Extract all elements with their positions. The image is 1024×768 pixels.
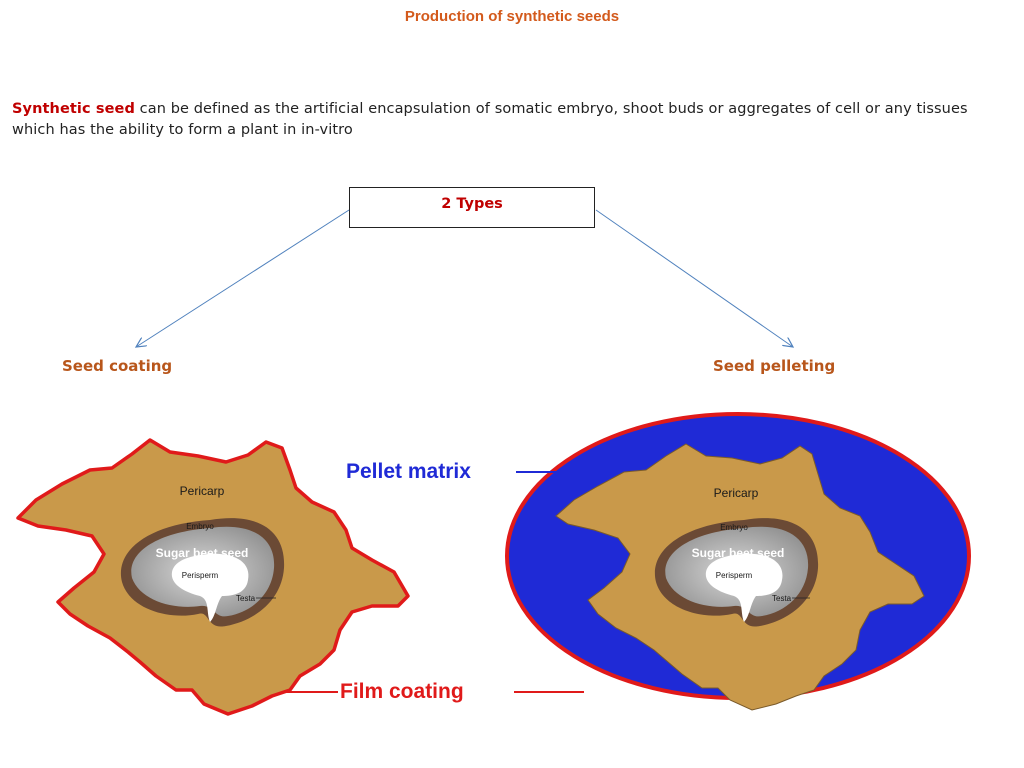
page-title: Production of synthetic seeds — [404, 8, 620, 25]
label-film-coating: Film coating — [340, 680, 464, 703]
perisperm-left — [171, 553, 249, 622]
definition-text: Synthetic seed can be defined as the art… — [12, 99, 1002, 141]
label-testa-left: Testa — [236, 594, 256, 603]
branch-seed-coating: Seed coating — [62, 357, 173, 375]
label-sugar-beet-left: Sugar beet seed — [156, 546, 249, 560]
label-embryo-right: Embryo — [720, 523, 748, 532]
definition-term: Synthetic seed — [12, 101, 135, 117]
label-sugar-beet-right: Sugar beet seed — [692, 546, 785, 560]
label-pellet-matrix: Pellet matrix — [346, 460, 471, 483]
label-testa-right: Testa — [772, 594, 792, 603]
arrow-right — [595, 209, 793, 347]
types-box: 2 Types — [349, 187, 595, 228]
label-perisperm-right: Perisperm — [716, 571, 753, 580]
label-pericarp-right: Pericarp — [714, 486, 759, 500]
pelleted-seed: Pericarp Embryo Sugar beet seed Perisper… — [505, 412, 971, 711]
label-embryo-left: Embryo — [186, 522, 214, 531]
label-perisperm-left: Perisperm — [182, 571, 219, 580]
arrow-left — [136, 209, 350, 347]
branch-seed-pelleting: Seed pelleting — [713, 357, 836, 375]
definition-body: can be defined as the artificial encapsu… — [12, 101, 968, 138]
label-pericarp-left: Pericarp — [180, 484, 225, 498]
perisperm-right — [705, 553, 783, 622]
film-coated-seed: Pericarp Embryo Sugar beet seed Perisper… — [16, 438, 410, 716]
